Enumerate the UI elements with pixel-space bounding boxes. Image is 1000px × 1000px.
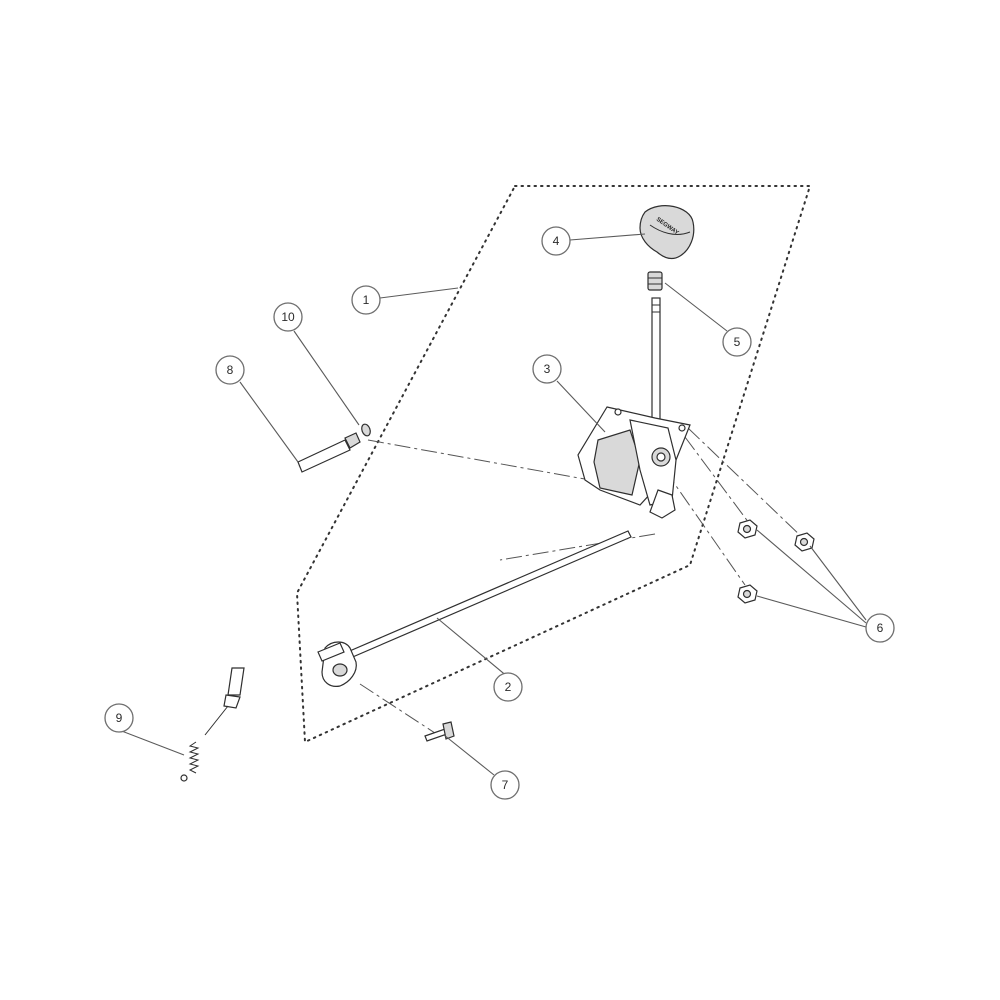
shift-knob: SEGWAY [639,205,695,260]
callout-8-label: 8 [227,363,234,377]
callout-1: 1 [351,285,381,315]
cable-clip [361,423,371,437]
callout-10: 10 [273,302,303,332]
callout-2-label: 2 [505,680,512,694]
callout-10-label: 10 [281,310,295,324]
callout-5-label: 5 [734,335,741,349]
callout-7-label: 7 [502,778,509,792]
callout-8: 8 [215,355,245,385]
callout-6: 6 [865,613,895,643]
leader-lines [118,233,867,776]
callout-3: 3 [532,354,562,384]
shift-cable [204,432,361,736]
nut-top-right [794,532,815,552]
callout-3-label: 3 [544,362,551,376]
callout-2: 2 [493,672,523,702]
callout-9: 9 [104,703,134,733]
shifter-bracket [577,406,691,519]
callout-4-label: 4 [553,234,560,248]
callout-7: 7 [490,770,520,800]
callout-4: 4 [541,226,571,256]
shift-lever-shaft [651,297,661,424]
spring [180,741,200,782]
threaded-insert [647,271,663,291]
bolt [424,721,455,742]
alignment-lines [359,427,806,736]
shift-rod [317,530,632,687]
callout-1-label: 1 [363,293,370,307]
callout-9-label: 9 [116,711,123,725]
nut-bottom [737,584,758,604]
callout-6-label: 6 [877,621,884,635]
callout-5: 5 [722,327,752,357]
assembly-boundary [295,185,812,744]
nut-top-left [737,519,758,539]
